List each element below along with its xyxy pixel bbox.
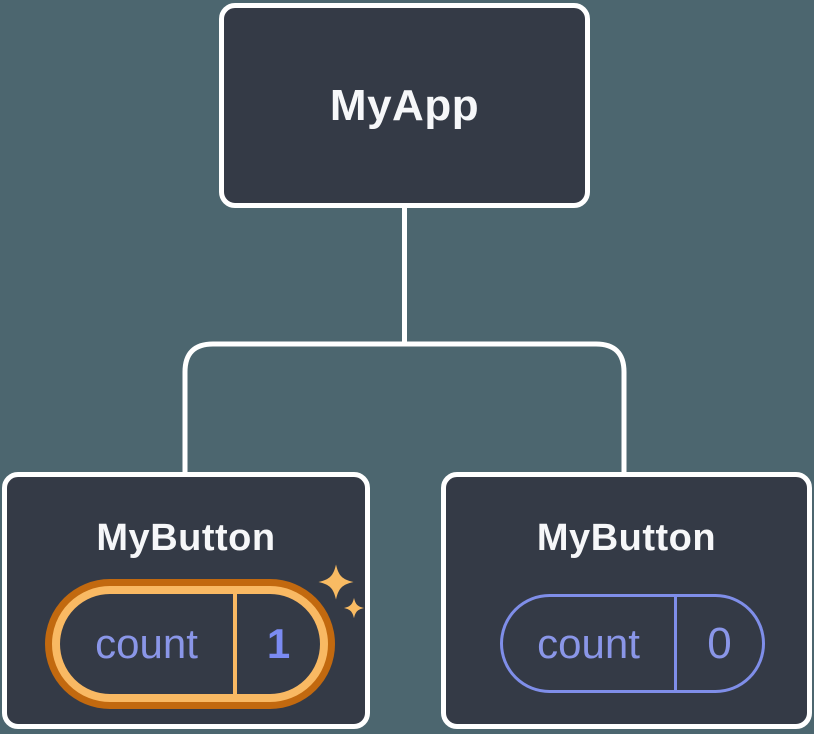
state-pill-highlighted-inner: count 1 — [52, 586, 328, 702]
pill-divider — [674, 597, 677, 690]
node-myapp-label: MyApp — [329, 80, 480, 130]
node-mybutton-2-label: MyButton — [536, 517, 717, 559]
state-pill-highlighted: count 1 — [45, 579, 335, 709]
state-pill-plain: count 0 — [500, 594, 765, 693]
node-mybutton-2: MyButton count 0 — [441, 472, 812, 729]
state-name: count — [537, 619, 640, 667]
node-myapp: MyApp — [219, 3, 590, 208]
node-mybutton-1-label: MyButton — [96, 517, 276, 559]
state-name: count — [95, 620, 198, 667]
state-value: 0 — [707, 618, 732, 668]
connector-bracket — [182, 341, 627, 472]
pill-divider — [233, 594, 237, 694]
node-mybutton-1: MyButton count 1 — [2, 472, 370, 729]
state-value: 1 — [266, 620, 291, 667]
